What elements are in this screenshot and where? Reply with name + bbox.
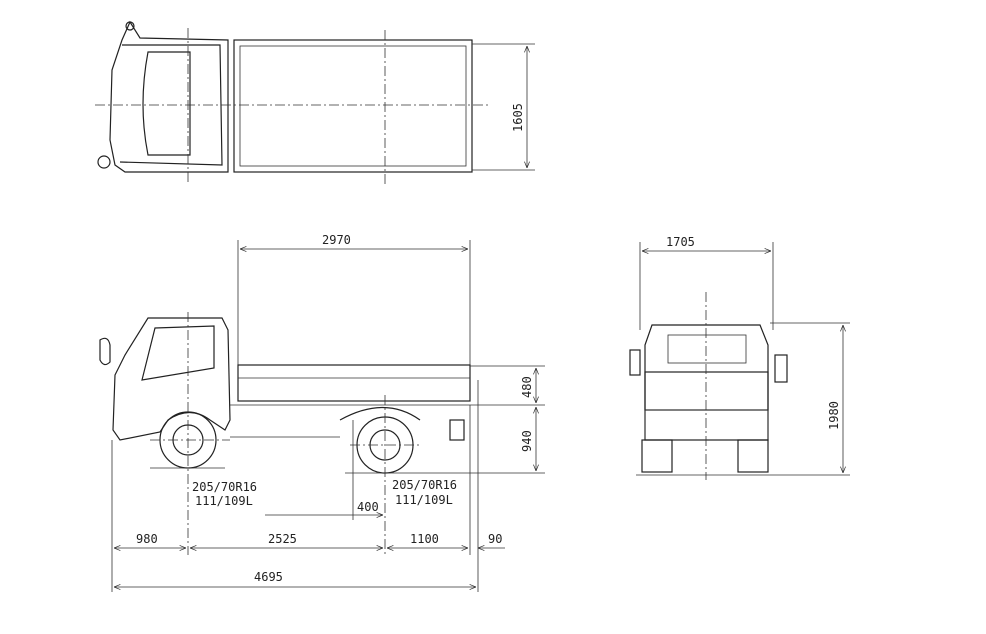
dim-wheelbase: 2525 bbox=[268, 532, 297, 546]
dim-overall-length: 4695 bbox=[254, 570, 283, 584]
top-view: 1605 bbox=[95, 20, 535, 185]
tire-rear-size: 205/70R16 bbox=[392, 478, 457, 492]
front-view: 1705 1980 bbox=[629, 235, 850, 480]
dim-top-width: 1605 bbox=[511, 103, 525, 132]
dim-frame-height: 940 bbox=[520, 430, 534, 452]
dim-rear-extra: 90 bbox=[488, 532, 502, 546]
dim-front-overhang: 980 bbox=[136, 532, 158, 546]
dim-bed-height: 480 bbox=[520, 376, 534, 398]
dim-rear-overhang: 1100 bbox=[410, 532, 439, 546]
side-view: 2970 480 940 205/70R16 111/109L 205/70R1… bbox=[99, 233, 545, 592]
dim-overall-width: 1705 bbox=[666, 235, 695, 249]
dim-400: 400 bbox=[357, 500, 379, 514]
tire-front-size: 205/70R16 bbox=[192, 480, 257, 494]
dim-overall-height: 1980 bbox=[827, 401, 841, 430]
dim-bed-length: 2970 bbox=[322, 233, 351, 247]
tire-front-load: 111/109L bbox=[195, 494, 253, 508]
tire-rear-load: 111/109L bbox=[395, 493, 453, 507]
